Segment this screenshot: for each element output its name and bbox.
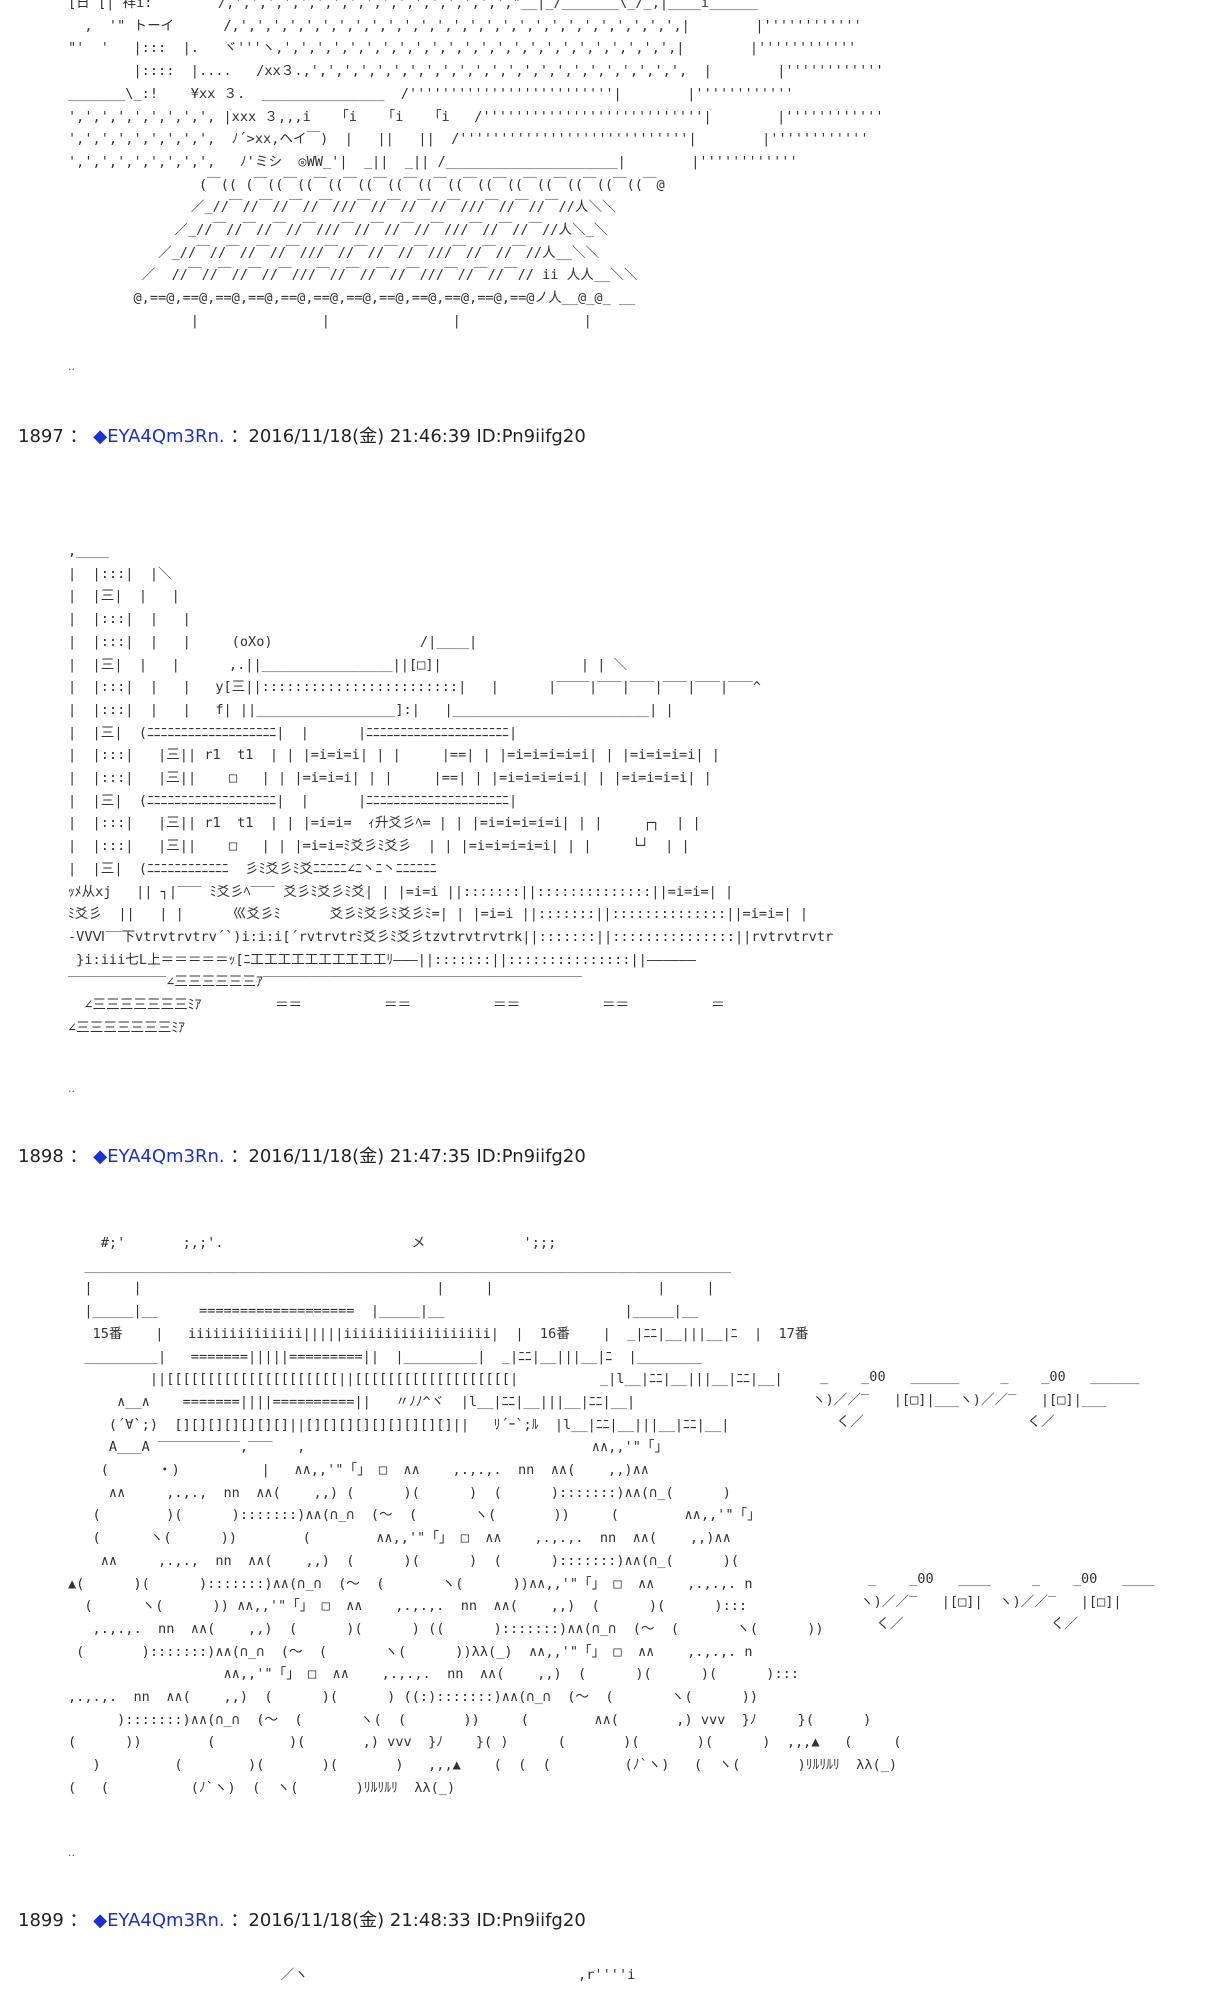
post-separator-dots: .. — [68, 1846, 75, 1859]
trip-diamond-icon: ◆ — [93, 1146, 108, 1167]
ascii-art-1898: #;' ;,;'. メ ';;; _______________________… — [68, 1235, 902, 1796]
post-meta: ：2016/11/18(金) 21:46:39 ID:Pn9iifg20 — [230, 426, 586, 447]
poster-name[interactable]: EYA4Qm3Rn. — [107, 1146, 225, 1167]
post-header: 1898 ： ◆EYA4Qm3Rn. ：2016/11/18(金) 21:47:… — [18, 1142, 586, 1168]
post-header: 1899 ： ◆EYA4Qm3Rn. ：2016/11/18(金) 21:48:… — [18, 1906, 586, 1932]
post-number[interactable]: 1899 — [18, 1910, 64, 1931]
ascii-art-1897: ,____ | |:::| |＼ | |三| | | | |:::| | | |… — [68, 543, 834, 1036]
poster-name[interactable]: EYA4Qm3Rn. — [107, 1910, 225, 1931]
poster-name[interactable]: EYA4Qm3Rn. — [107, 426, 225, 447]
post-number[interactable]: 1897 — [18, 426, 64, 447]
header-separator: ： — [69, 1146, 88, 1167]
header-separator: ： — [69, 1910, 88, 1931]
ascii-art-1898-side-2: _ _00 ____ _ _00 ____ ヽ)／／‾ |[□]| ヽ)／／‾ … — [860, 1571, 1155, 1633]
post-meta: ：2016/11/18(金) 21:48:33 ID:Pn9iifg20 — [230, 1910, 586, 1931]
post-header: 1897 ： ◆EYA4Qm3Rn. ：2016/11/18(金) 21:46:… — [18, 422, 586, 448]
trip-diamond-icon: ◆ — [93, 426, 108, 447]
post-separator-dots: .. — [68, 1082, 75, 1095]
ascii-art-top: [日 [| 祥ı: /,',',',',',',',',',',',',',',… — [68, 0, 884, 329]
post-meta: ：2016/11/18(金) 21:47:35 ID:Pn9iifg20 — [230, 1146, 586, 1167]
trip-diamond-icon: ◆ — [93, 1910, 108, 1931]
ascii-art-1898-side-1: _ _00 ______ _ _00 ______ ヽ)／／‾ |[□]|___… — [812, 1369, 1140, 1431]
ascii-art-1899: ／ヽ ,r''''i — [68, 1967, 636, 1983]
post-separator-dots: .. — [68, 360, 75, 373]
header-separator: ： — [69, 426, 88, 447]
post-number[interactable]: 1898 — [18, 1146, 64, 1167]
